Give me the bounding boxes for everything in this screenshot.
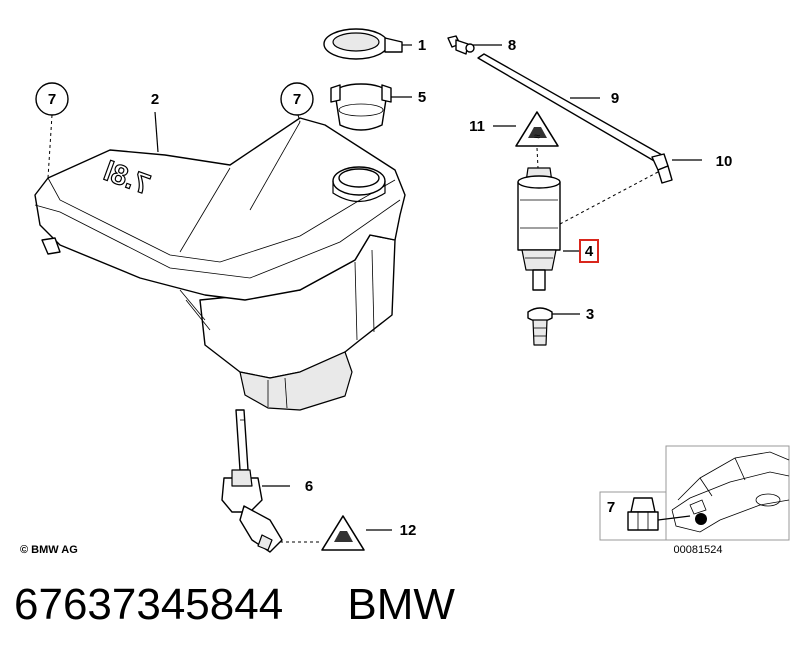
leader-7a bbox=[47, 114, 53, 179]
fluid-level-sensor bbox=[221, 409, 283, 553]
hose-connector bbox=[447, 35, 475, 55]
svg-text:7: 7 bbox=[48, 91, 56, 108]
filler-strainer bbox=[330, 83, 392, 131]
copyright-text: © BMW AG bbox=[20, 544, 78, 556]
warning-label-triangle-bottom bbox=[321, 515, 365, 551]
callout-7-left: 7 bbox=[35, 82, 69, 116]
leader-2 bbox=[154, 111, 159, 153]
callout-9: 9 bbox=[611, 90, 619, 107]
callout-5: 5 bbox=[418, 89, 426, 106]
callout-4-highlighted: 4 bbox=[579, 239, 599, 263]
svg-text:4: 4 bbox=[585, 243, 594, 260]
reference-number: 00081524 bbox=[674, 544, 723, 556]
hose-elbow bbox=[651, 153, 673, 184]
callout-7-right: 7 bbox=[280, 82, 314, 116]
part-caption: 67637345844 BMW bbox=[14, 580, 784, 640]
washer-pump bbox=[517, 167, 561, 291]
callout-3: 3 bbox=[586, 306, 594, 323]
callout-2: 2 bbox=[151, 91, 159, 108]
callout-11: 11 bbox=[469, 118, 485, 135]
callout-8: 8 bbox=[508, 37, 516, 54]
parts-diagram: 7.8l 7 2 7 1 5 8 9 bbox=[20, 28, 790, 556]
callout-12: 12 bbox=[400, 522, 417, 539]
washer-hose bbox=[477, 53, 663, 163]
brand-name: BMW bbox=[347, 580, 455, 629]
svg-text:≈: ≈ bbox=[534, 131, 540, 143]
callout-6: 6 bbox=[305, 478, 313, 495]
callout-7-inset: 7 bbox=[607, 499, 615, 516]
callout-10: 10 bbox=[716, 153, 733, 170]
washer-fluid-tank: 7.8l bbox=[34, 117, 406, 411]
leader-7b bbox=[297, 114, 301, 123]
callout-1: 1 bbox=[418, 37, 426, 54]
pump-grommet bbox=[527, 307, 553, 346]
warning-label-triangle-top: ≈ bbox=[515, 111, 559, 147]
filler-cap bbox=[323, 28, 403, 60]
part-number: 67637345844 bbox=[14, 580, 284, 629]
locator-inset: 7 00081524 bbox=[599, 445, 790, 556]
svg-text:7: 7 bbox=[293, 91, 301, 108]
